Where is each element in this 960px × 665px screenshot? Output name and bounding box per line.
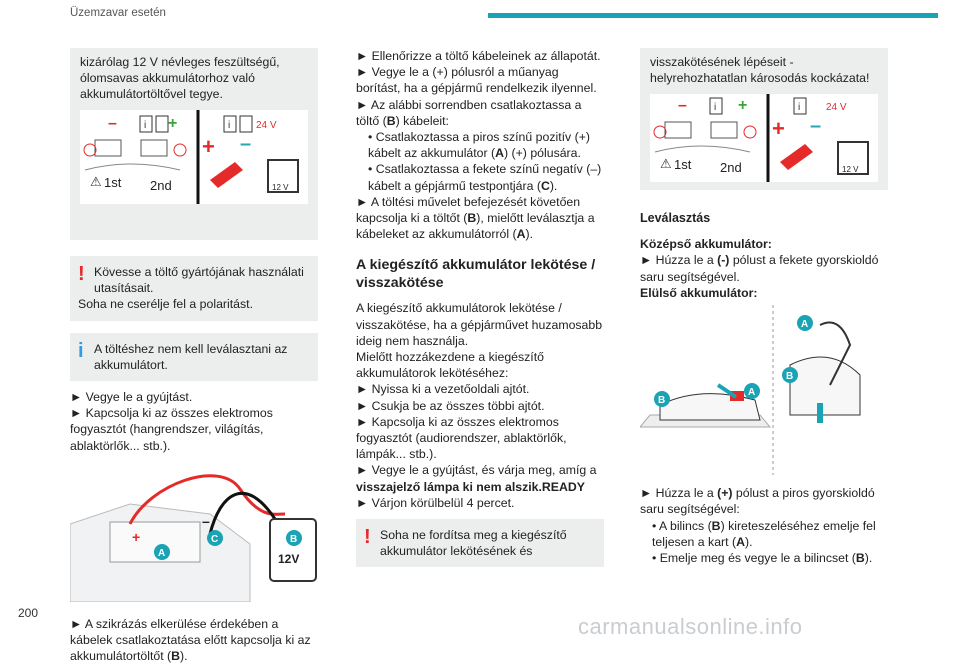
svg-text:–: – [678,97,687,114]
bullet-release-clamp: • A bilincs (B) kireteszeléséhez emelje … [652,518,876,549]
callout-a-top: A [801,319,808,330]
warning-box-order: ! Soha ne fordítsa meg a kiegészítő akku… [356,519,604,568]
diagram2-12v-label: 12 V [842,165,859,174]
svg-text:i: i [798,102,800,113]
diagram-second-label: 2nd [150,178,172,193]
svg-text:⚠: ⚠ [660,156,672,171]
info-box-diagram: kizárólag 12 V névleges feszültségű, ólo… [70,48,318,240]
callout-a: A [158,548,165,559]
diagram2-24v-label: 24 V [826,102,847,113]
bullet-black-cable: • Csatlakoztassa a fekete színű negatív … [368,162,602,193]
diagram-24v-label: 24 V [256,120,277,131]
warning-order-text: Soha ne fordítsa meg a kiegészítő akkumu… [380,528,567,559]
subheading-middle-battery: Középső akkumulátor: [640,237,772,252]
page-header-title: Üzemzavar esetén [70,7,166,19]
bullet-remove-clamp: • Emelje meg és vegye le a bilincset (B)… [652,551,873,566]
warning-box-polarity: ! Kövesse a töltő gyártójának használati… [70,256,318,321]
svg-text:+: + [168,115,177,132]
warning-icon: ! [364,526,371,549]
polarity-diagram-2: – + i ⚠ 1st 2nd i 24 V + – 12 V [650,94,878,182]
aux-before: Mielőtt hozzákezdene a kiegészítő akkumu… [356,350,544,381]
step-remove-cover: ► Vegye le a (+) pólusról a műanyag borí… [356,65,597,96]
charger-voltage-label: 12V [278,552,299,566]
svg-text:–: – [240,133,251,155]
column-2: ► Ellenőrizze a töltő kábeleinek az álla… [356,48,604,568]
svg-text:+: + [132,529,140,545]
svg-text:i: i [144,120,146,131]
step-consumers-off: ► Kapcsolja ki az összes elektromos fogy… [70,406,273,453]
step-middle-battery: ► Húzza le a (-) pólust a fekete gyorski… [640,253,879,284]
aux-step-wait: ► Várjon körülbelül 4 percet. [356,495,515,510]
section-heading-aux-battery: A kiegészítő akkumulátor lekötése / viss… [356,257,596,292]
callout-a-left: A [748,387,755,398]
header-accent-bar [488,13,938,18]
step-after-charging: ► A töltési művelet befejezését követően… [356,194,595,242]
info-box-diagram-2: visszakötésének lépéseit - helyrehozhata… [640,48,888,190]
callout-b: B [290,534,297,545]
box-text: kizárólag 12 V névleges feszültségű, ólo… [80,55,280,102]
warning-icon: ! [78,263,85,285]
diagram-12v-label: 12 V [272,183,289,192]
svg-text:–: – [810,115,821,137]
warning-text-1: Kövesse a töltő gyártójának használati u… [94,265,304,296]
svg-text:⚠: ⚠ [90,174,102,189]
watermark: carmanualsonline.info [578,614,803,639]
svg-text:i: i [714,102,716,113]
svg-text:i: i [228,120,230,131]
svg-text:–: – [202,513,210,529]
polarity-diagram: – + i ⚠ 1st 2nd i 24 V + – [80,110,308,204]
step-ignition-off: ► Vegye le a gyújtást. [70,390,193,405]
charger-connection-illustration: 12V A C B + – [69,463,318,603]
aux-intro: A kiegészítő akkumulátorok lekötése / vi… [356,301,603,348]
info-icon: i [78,339,84,362]
page-number: 200 [18,606,39,620]
column-1: kizárólag 12 V névleges feszültségű, ólo… [69,48,318,665]
box-text-2: visszakötésének lépéseit - helyrehozhata… [650,55,870,86]
aux-step-open-door: ► Nyissa ki a vezetőoldali ajtót. [356,382,530,397]
callout-b-right: B [786,371,793,382]
aux-step-close-doors: ► Csukja be az összes többi ajtót. [356,398,545,413]
svg-text:+: + [738,97,747,114]
svg-text:+: + [772,116,785,141]
aux-step-ignition: ► Vegye le a gyújtást, és várja meg, amí… [356,463,597,494]
step-switch-off-charger: ► A szikrázás elkerülése érdekében a káb… [70,617,311,664]
info-box-charging: i A töltéshez nem kell leválasztani az a… [70,332,318,382]
step-connect-order: ► Az alábbi sorrendben csatlakoztassa a … [356,97,582,128]
wrong-connection-panel: – + i ⚠ 1st 2nd [83,115,187,193]
diagram2-second-label: 2nd [720,160,742,175]
subheading-front-battery: Elülső akkumulátor: [640,285,758,300]
warning-text-2: Soha ne cserélje fel a polaritást. [78,297,253,312]
svg-text:+: + [202,134,215,159]
aux-step-consumers: ► Kapcsolja ki az összes elektromos fogy… [356,414,567,462]
column-3: visszakötésének lépéseit - helyrehozhata… [638,48,888,566]
svg-text:–: – [108,115,117,132]
step-check-cables: ► Ellenőrizze a töltő kábeleinek az álla… [356,49,601,63]
diagram-first-label: 1st [104,175,122,190]
charger-panel: i 24 V + – 12 V [202,115,299,193]
step-front-battery: ► Húzza le a (+) pólust a piros gyorskio… [640,486,875,517]
diagram2-first-label: 1st [674,157,692,172]
bullet-red-cable: • Csatlakoztassa a piros színű pozitív (… [368,130,590,161]
callout-b-left: B [658,395,665,406]
front-battery-illustration: A B A B [638,305,861,476]
heading-disconnect: Leválasztás [640,211,711,225]
callout-c: C [211,534,218,545]
info-text: A töltéshez nem kell leválasztani az akk… [94,341,288,372]
